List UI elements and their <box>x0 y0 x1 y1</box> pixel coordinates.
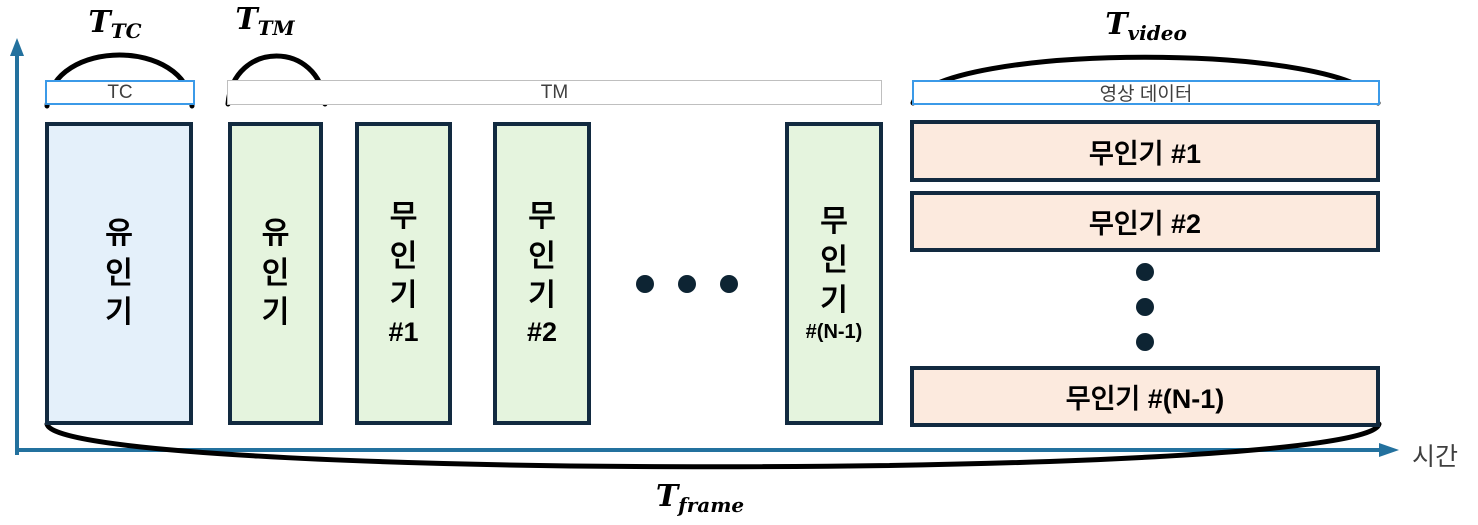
t-tc-label: TTC <box>80 5 150 43</box>
video-row-label: 무인기 #2 <box>1088 209 1202 239</box>
t-tm-subscript: TM <box>257 16 295 40</box>
slot-uav-2: 무 인 기 #2 <box>493 122 591 425</box>
slot-label: 무 인 기 <box>528 200 556 313</box>
t-video-base: T <box>1105 7 1128 42</box>
t-tm-base: T <box>235 2 258 37</box>
slot-label: 유 인 기 <box>105 217 133 330</box>
header-tc-text: TC <box>107 81 133 103</box>
slot-number: #(N-1) <box>805 321 863 344</box>
video-row-uav-n-1: 무인기 #(N-1) <box>910 366 1380 427</box>
ellipsis-dots-horizontal <box>636 275 738 293</box>
t-video-subscript: video <box>1127 21 1187 45</box>
t-tc-subscript: TC <box>110 19 142 43</box>
header-box-tm: TM <box>227 80 882 105</box>
slot-label: 무 인 기 <box>820 204 848 317</box>
slot-uav-n-1: 무 인 기 #(N-1) <box>785 122 883 425</box>
header-tm-text: TM <box>540 81 569 103</box>
slot-label: 무 인 기 <box>389 200 418 313</box>
x-axis-arrow <box>17 443 1399 457</box>
slot-number: #1 <box>388 317 419 348</box>
slot-label: 유 인 기 <box>261 217 290 330</box>
t-tc-base: T <box>88 5 111 40</box>
t-video-label: Tvideo <box>1096 7 1196 45</box>
slot-manned-aircraft-tm: 유 인 기 <box>228 122 323 425</box>
video-row-label: 무인기 #1 <box>1088 138 1202 169</box>
header-box-tc: TC <box>45 80 195 105</box>
video-row-label: 무인기 #(N-1) <box>1065 384 1225 414</box>
y-axis-arrow <box>10 38 24 455</box>
t-frame-label: Tframe <box>648 479 752 517</box>
t-frame-brace <box>44 421 1382 470</box>
header-box-video-data: 영상 데이터 <box>912 80 1380 105</box>
ellipsis-dots-vertical <box>1136 263 1154 351</box>
slot-manned-aircraft-tc: 유 인 기 <box>45 122 193 425</box>
video-row-uav-2: 무인기 #2 <box>910 191 1380 252</box>
t-frame-subscript: frame <box>678 493 745 517</box>
slot-number: #2 <box>526 317 558 348</box>
t-frame-base: T <box>655 479 679 514</box>
video-row-uav-1: 무인기 #1 <box>910 120 1380 182</box>
slot-uav-1: 무 인 기 #1 <box>355 122 452 425</box>
header-video-data-text: 영상 데이터 <box>1099 84 1193 105</box>
t-tm-label: TTM <box>230 2 300 40</box>
x-axis-label-time: 시간 <box>1412 443 1459 471</box>
